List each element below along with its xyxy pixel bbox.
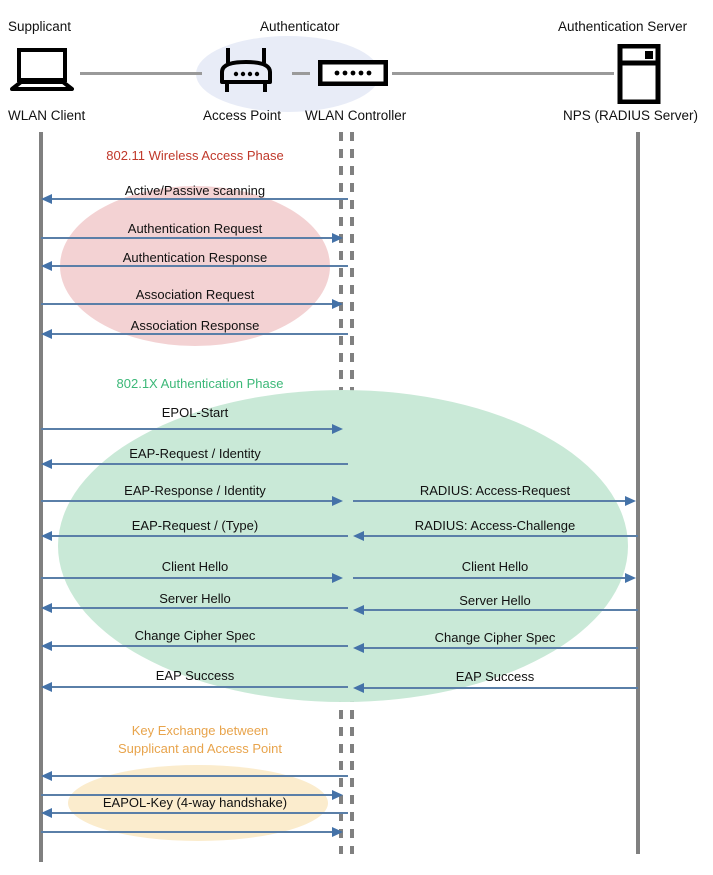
arrowhead-left-icon [41, 603, 52, 613]
radius-message-line [358, 687, 638, 689]
actor-role-supplicant: Supplicant [8, 19, 72, 34]
radius-message-label: Client Hello [461, 559, 529, 574]
arrowhead-left-icon [353, 683, 364, 693]
arrowhead-left-icon [41, 459, 52, 469]
message-label: Server Hello [159, 591, 231, 606]
arrowhead-right-icon [332, 790, 343, 800]
message-line [41, 428, 336, 430]
arrowhead-right-icon [625, 573, 636, 583]
arrowhead-right-icon [332, 496, 343, 506]
message-label: Association Request [135, 287, 255, 302]
message-line [46, 645, 348, 647]
message-label: Client Hello [161, 559, 229, 574]
radius-message-line [353, 577, 625, 579]
actor-role-authentication-server: Authentication Server [558, 19, 688, 34]
link-client-to-ap [80, 72, 202, 75]
message-line [46, 265, 348, 267]
lifeline-authentication-server [636, 132, 640, 854]
arrowhead-left-icon [41, 194, 52, 204]
message-line [41, 303, 336, 305]
wlan-controller-icon [317, 59, 389, 91]
link-ap-to-controller [292, 72, 310, 75]
message-line [41, 500, 336, 502]
arrowhead-right-icon [332, 827, 343, 837]
arrowhead-left-icon [41, 808, 52, 818]
arrowhead-left-icon [353, 531, 364, 541]
arrowhead-right-icon [332, 424, 343, 434]
message-line [46, 812, 348, 814]
phase-keyexchange-title-line1: Key Exchange between [131, 723, 269, 738]
arrowhead-left-icon [41, 261, 52, 271]
message-label: EAPOL-Key (4-way handshake) [102, 795, 288, 810]
lifeline-supplicant [39, 132, 43, 862]
message-label: EAP-Response / Identity [124, 483, 266, 498]
actor-role-authenticator: Authenticator [260, 19, 340, 34]
arrowhead-left-icon [41, 329, 52, 339]
arrowhead-right-icon [332, 573, 343, 583]
arrowhead-right-icon [625, 496, 636, 506]
message-line [41, 794, 336, 796]
actor-device-access-point: Access Point [203, 108, 282, 123]
radius-message-line [353, 500, 625, 502]
radius-message-label: EAP Success [455, 669, 535, 684]
radius-message-label: RADIUS: Access-Challenge [414, 518, 576, 533]
message-label: Association Response [130, 318, 260, 333]
arrowhead-left-icon [41, 531, 52, 541]
actor-device-wlan-client: WLAN Client [8, 108, 86, 123]
radius-message-line [358, 535, 638, 537]
message-label: EAP Success [155, 668, 235, 683]
phase-8021x-ellipse [58, 390, 628, 702]
message-line [46, 535, 348, 537]
message-line [46, 607, 348, 609]
arrowhead-left-icon [41, 641, 52, 651]
message-line [41, 577, 336, 579]
message-label: Authentication Response [122, 250, 268, 265]
server-icon [617, 43, 661, 109]
phase-keyexchange-title-line2: Supplicant and Access Point [117, 741, 283, 756]
message-line [41, 237, 336, 239]
phase-80211-title: 802.11 Wireless Access Phase [106, 148, 284, 163]
actor-device-wlan-controller: WLAN Controller [305, 108, 407, 123]
access-point-icon [215, 46, 277, 101]
link-controller-to-server [392, 72, 614, 75]
message-label: Change Cipher Spec [134, 628, 256, 643]
message-line [41, 831, 336, 833]
radius-message-label: RADIUS: Access-Request [419, 483, 571, 498]
message-line [46, 775, 348, 777]
arrowhead-right-icon [332, 299, 343, 309]
phase-8021x-title: 802.1X Authentication Phase [116, 376, 284, 391]
message-line [46, 686, 348, 688]
message-line [46, 463, 348, 465]
message-label: EAP-Request / (Type) [131, 518, 259, 533]
message-label: Active/Passive scanning [124, 183, 266, 198]
radius-message-line [358, 647, 638, 649]
arrowhead-left-icon [41, 682, 52, 692]
arrowhead-left-icon [41, 771, 52, 781]
arrowhead-left-icon [353, 605, 364, 615]
laptop-icon [10, 48, 74, 99]
arrowhead-left-icon [353, 643, 364, 653]
message-label: EAP-Request / Identity [129, 446, 261, 461]
arrowhead-right-icon [332, 233, 343, 243]
radius-message-line [358, 609, 638, 611]
radius-message-label: Change Cipher Spec [434, 630, 556, 645]
radius-message-label: Server Hello [459, 593, 531, 608]
message-line [46, 198, 348, 200]
message-label: Authentication Request [127, 221, 263, 236]
message-line [46, 333, 348, 335]
message-label: EPOL-Start [161, 405, 229, 420]
actor-device-nps-radius-server: NPS (RADIUS Server) [563, 108, 699, 123]
phase-keyexchange-ellipse [68, 765, 328, 841]
